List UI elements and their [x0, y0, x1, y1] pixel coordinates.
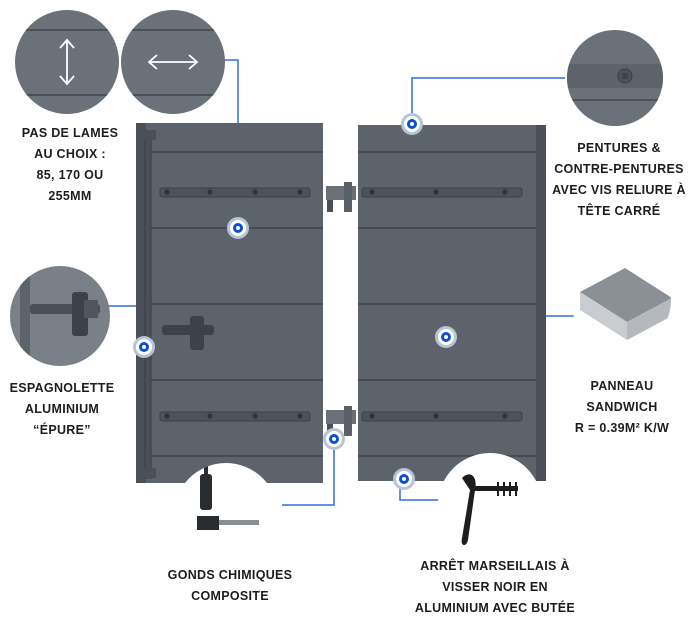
connector-gonds [282, 438, 335, 506]
left-shutter-leaf [136, 123, 323, 483]
connector-pentures [411, 77, 565, 124]
zoom-lames-horizontal [121, 10, 225, 114]
marker-espagnolette [136, 339, 152, 355]
marker-arret [396, 471, 412, 487]
zoom-gonds [174, 463, 278, 567]
label-pentures: PENTURES &CONTRE-PENTURES AVEC VIS RELIU… [552, 141, 686, 218]
connector-arret [399, 480, 452, 501]
marker-panneau [438, 329, 454, 345]
zoom-espagnolette [10, 266, 110, 366]
marker-pentures [404, 116, 420, 132]
zoom-panneau-sandwich [571, 250, 671, 350]
hinges [326, 182, 356, 436]
zoom-arret [438, 453, 542, 557]
marker-lames [230, 220, 246, 236]
right-shutter-leaf [358, 125, 546, 481]
zoom-lames-vertical [15, 10, 119, 114]
marker-gonds [326, 431, 342, 447]
zoom-pentures [567, 30, 663, 126]
